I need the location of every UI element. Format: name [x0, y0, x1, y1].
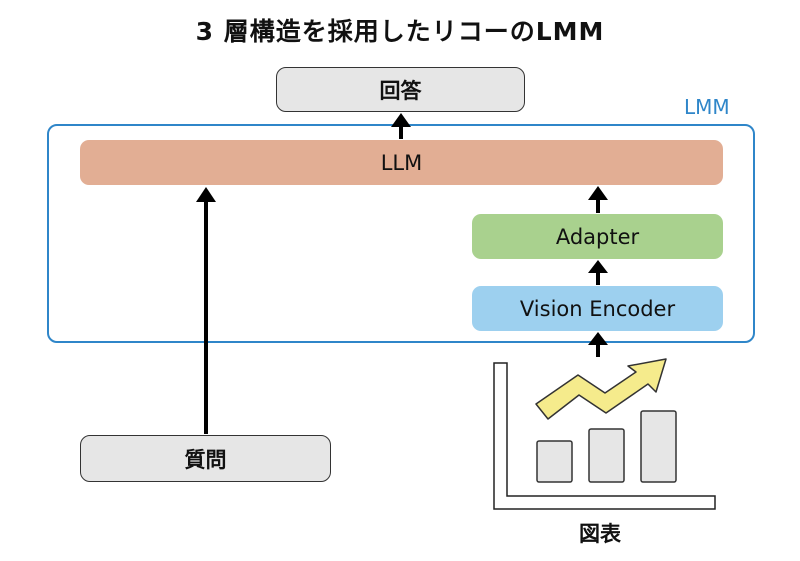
- arrow-up-icon: [588, 260, 608, 285]
- adapter-node: Adapter: [472, 214, 723, 259]
- chart-label: 図表: [579, 522, 621, 546]
- arrow-up-icon: [391, 113, 411, 139]
- arrow-up-icon: [588, 332, 608, 357]
- lmm-frame-label: LMM: [684, 95, 730, 119]
- llm-node: LLM: [80, 140, 723, 185]
- vision-encoder-node: Vision Encoder: [472, 286, 723, 331]
- bar-chart-icon: [493, 362, 716, 510]
- answer-node: 回答: [276, 67, 525, 112]
- arrow-up-icon: [588, 186, 608, 213]
- arrow-up-icon: [196, 187, 216, 434]
- diagram-title: 3 層構造を採用したリコーのLMM: [195, 17, 605, 46]
- question-node: 質問: [80, 435, 331, 482]
- trend-arrow-icon: [535, 358, 667, 420]
